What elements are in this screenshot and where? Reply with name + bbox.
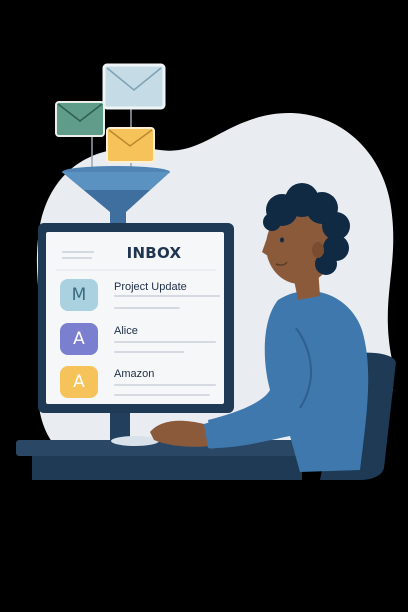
preview-line — [114, 384, 216, 386]
avatar: A — [60, 366, 98, 398]
desk-icon — [16, 440, 316, 480]
preview-line — [114, 307, 180, 309]
funnel-icon — [62, 166, 170, 248]
preview-line — [114, 341, 216, 343]
preview-line — [114, 351, 184, 353]
list-item: A Amazon — [60, 366, 220, 400]
person-illustration — [150, 183, 369, 472]
envelope-icon — [106, 127, 155, 163]
preview-line — [114, 295, 220, 297]
sender-name: Alice — [114, 325, 138, 337]
sender-name: Amazon — [114, 368, 155, 380]
list-item: A Alice — [60, 323, 220, 357]
avatar: A — [60, 323, 98, 355]
envelope-icon — [102, 63, 166, 110]
avatar: M — [60, 279, 98, 311]
monitor-icon — [38, 223, 234, 446]
preview-line — [114, 394, 210, 396]
list-item: M Project Update — [60, 279, 220, 313]
sender-name: Project Update — [114, 281, 187, 293]
envelope-icon — [55, 101, 105, 137]
inbox-title: INBOX — [126, 244, 182, 262]
